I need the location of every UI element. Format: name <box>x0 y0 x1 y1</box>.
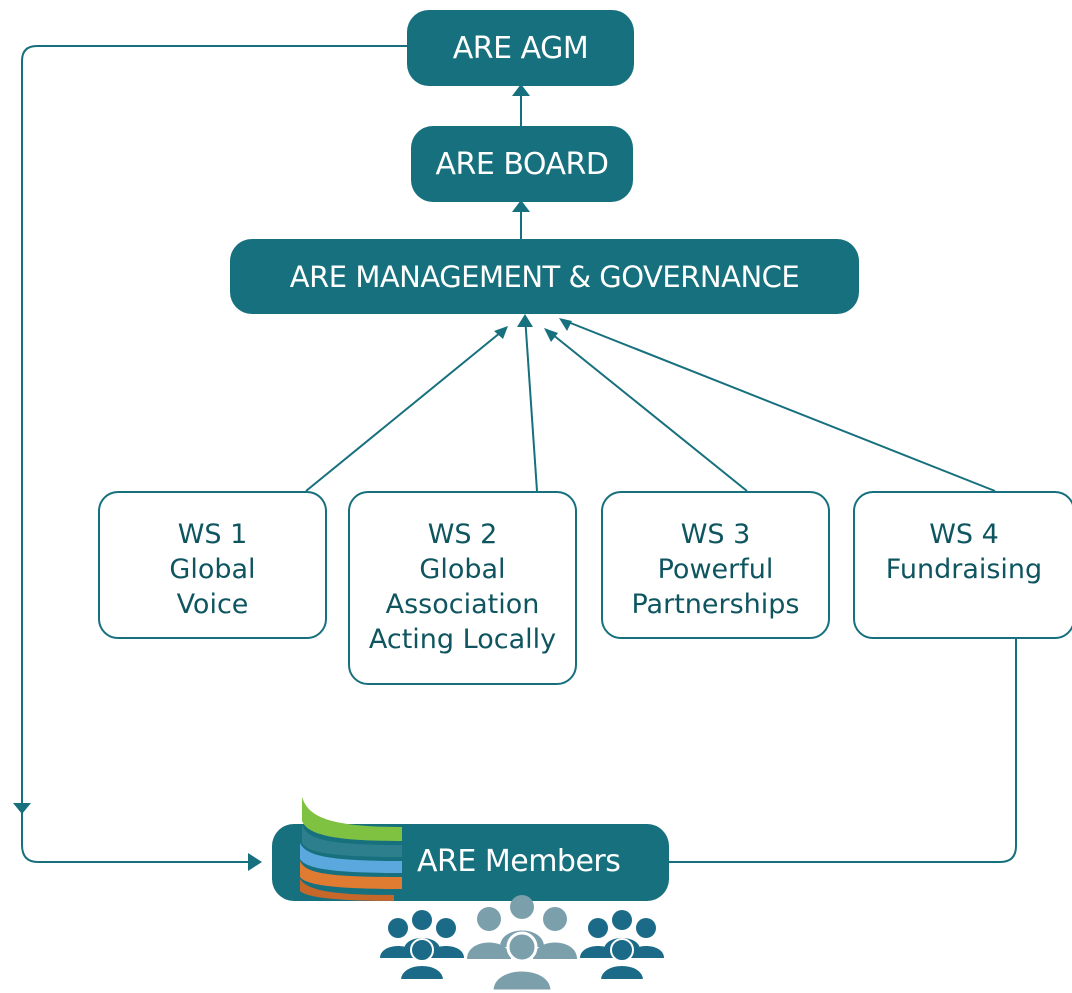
ws4-line: WS 4 <box>929 519 999 550</box>
arrowhead-members <box>248 853 262 871</box>
are-members-label: ARE Members <box>417 844 621 879</box>
arrowhead-ws1 <box>494 326 508 339</box>
are-agm-box: ARE AGM <box>407 10 634 86</box>
ws1-line: WS 1 <box>177 519 248 550</box>
members-to-ws4-line <box>669 636 1017 863</box>
arrowhead-board <box>512 200 530 212</box>
ws4-to-mgmt-line <box>562 319 996 492</box>
are-board-label: ARE BOARD <box>435 146 609 182</box>
arrowhead-ws3 <box>544 328 558 342</box>
ws3-line: Partnerships <box>631 589 800 620</box>
ws4-line: Fundraising <box>885 554 1043 585</box>
ws1-line: Global <box>169 554 256 585</box>
ws2-line: Acting Locally <box>368 624 557 655</box>
ws3-line: Powerful <box>657 554 774 585</box>
people-group-icon <box>380 910 464 980</box>
ws2-line: Global <box>419 554 506 585</box>
ws2-line: WS 2 <box>427 519 498 550</box>
management-governance-box: ARE MANAGEMENT & GOVERNANCE <box>230 239 859 314</box>
ws2-line: Association <box>385 589 540 620</box>
agm-to-members-line <box>21 45 407 863</box>
ws2-box: WS 2 Global Association Acting Locally <box>348 491 577 685</box>
ws1-to-mgmt-line <box>305 327 507 492</box>
ws3-box: WS 3 Powerful Partnerships <box>601 491 830 639</box>
ws1-box: WS 1 Global Voice <box>98 491 327 639</box>
ws1-line: Voice <box>176 589 249 620</box>
ws3-to-mgmt-line <box>546 329 748 492</box>
people-group-icon <box>580 910 664 980</box>
arrowhead-left-down <box>13 803 31 814</box>
are-logo-icon <box>300 797 402 901</box>
people-group-icon <box>467 895 577 991</box>
arrowhead-ws4 <box>559 318 572 331</box>
ws4-box: WS 4 Fundraising <box>853 491 1072 639</box>
ws3-line: WS 3 <box>680 519 751 550</box>
arrowhead-agm <box>512 84 530 96</box>
are-board-box: ARE BOARD <box>411 126 633 202</box>
arrowhead-ws2 <box>517 314 533 327</box>
are-agm-label: ARE AGM <box>452 30 589 66</box>
management-governance-label: ARE MANAGEMENT & GOVERNANCE <box>289 259 800 294</box>
ws2-to-mgmt-line <box>524 315 538 492</box>
